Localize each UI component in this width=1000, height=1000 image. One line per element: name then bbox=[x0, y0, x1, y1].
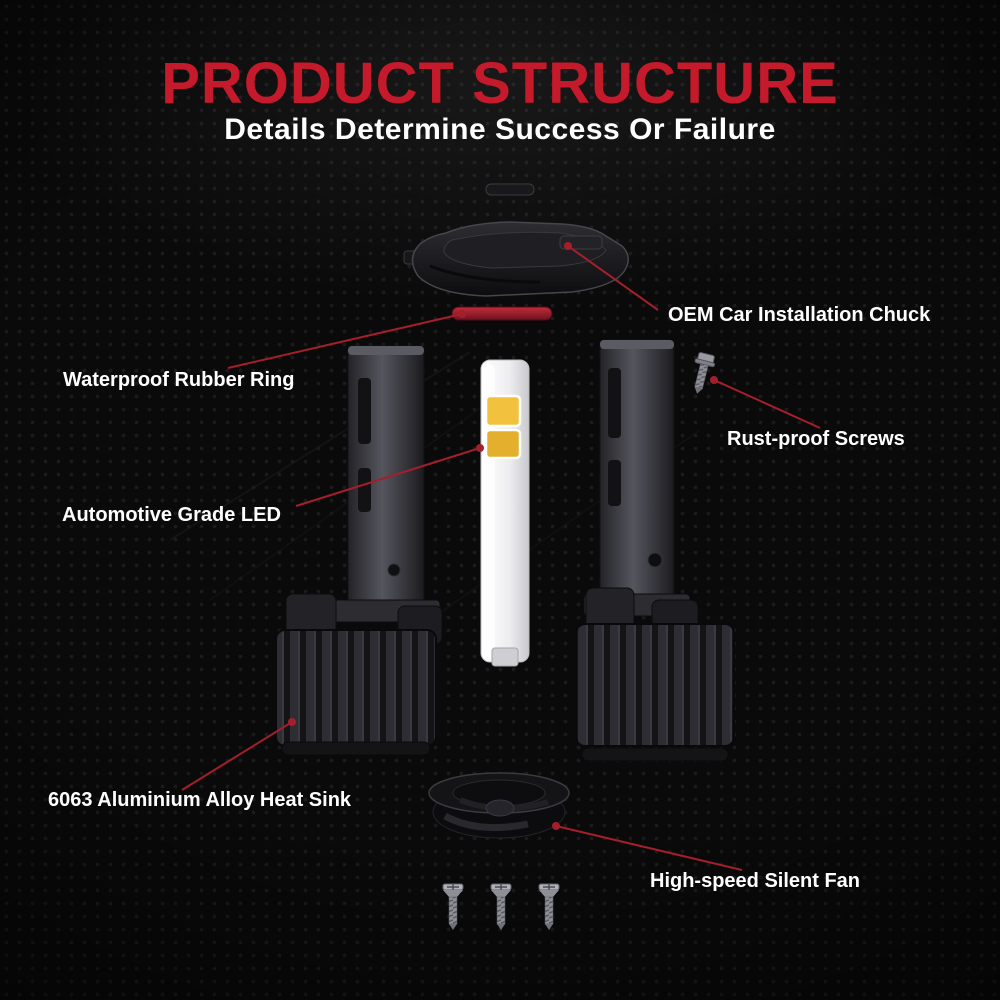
label-screws: Rust-proof Screws bbox=[727, 428, 905, 450]
bottom-screws-part bbox=[442, 883, 560, 930]
top-cap-part bbox=[485, 183, 535, 196]
led-strip-part bbox=[480, 359, 530, 667]
oem-chuck-part bbox=[403, 221, 629, 297]
callout-line-led bbox=[295, 447, 481, 507]
label-led: Automotive Grade LED bbox=[62, 504, 281, 526]
page-subtitle: Details Determine Success Or Failure bbox=[224, 113, 776, 146]
callout-lines bbox=[181, 242, 821, 871]
callout-line-fan bbox=[555, 825, 743, 871]
callout-line-rubber-ring bbox=[227, 313, 463, 369]
callout-line-heat-sink bbox=[181, 721, 293, 791]
left-bulb-part bbox=[275, 345, 443, 756]
fan-part bbox=[428, 772, 570, 839]
label-rubber-ring: Waterproof Rubber Ring bbox=[63, 369, 295, 391]
callout-line-screws bbox=[713, 379, 821, 429]
callout-line-oem-chuck bbox=[567, 245, 659, 311]
rubber-ring-part bbox=[451, 306, 553, 321]
right-bulb-part bbox=[575, 339, 735, 762]
label-fan: High-speed Silent Fan bbox=[650, 870, 861, 892]
page-title: PRODUCT STRUCTURE bbox=[161, 51, 839, 116]
label-heat-sink: 6063 Aluminium Alloy Heat Sink bbox=[48, 789, 352, 811]
rust-proof-screw-part bbox=[694, 351, 716, 394]
label-oem-chuck: OEM Car Installation Chuck bbox=[668, 304, 931, 326]
